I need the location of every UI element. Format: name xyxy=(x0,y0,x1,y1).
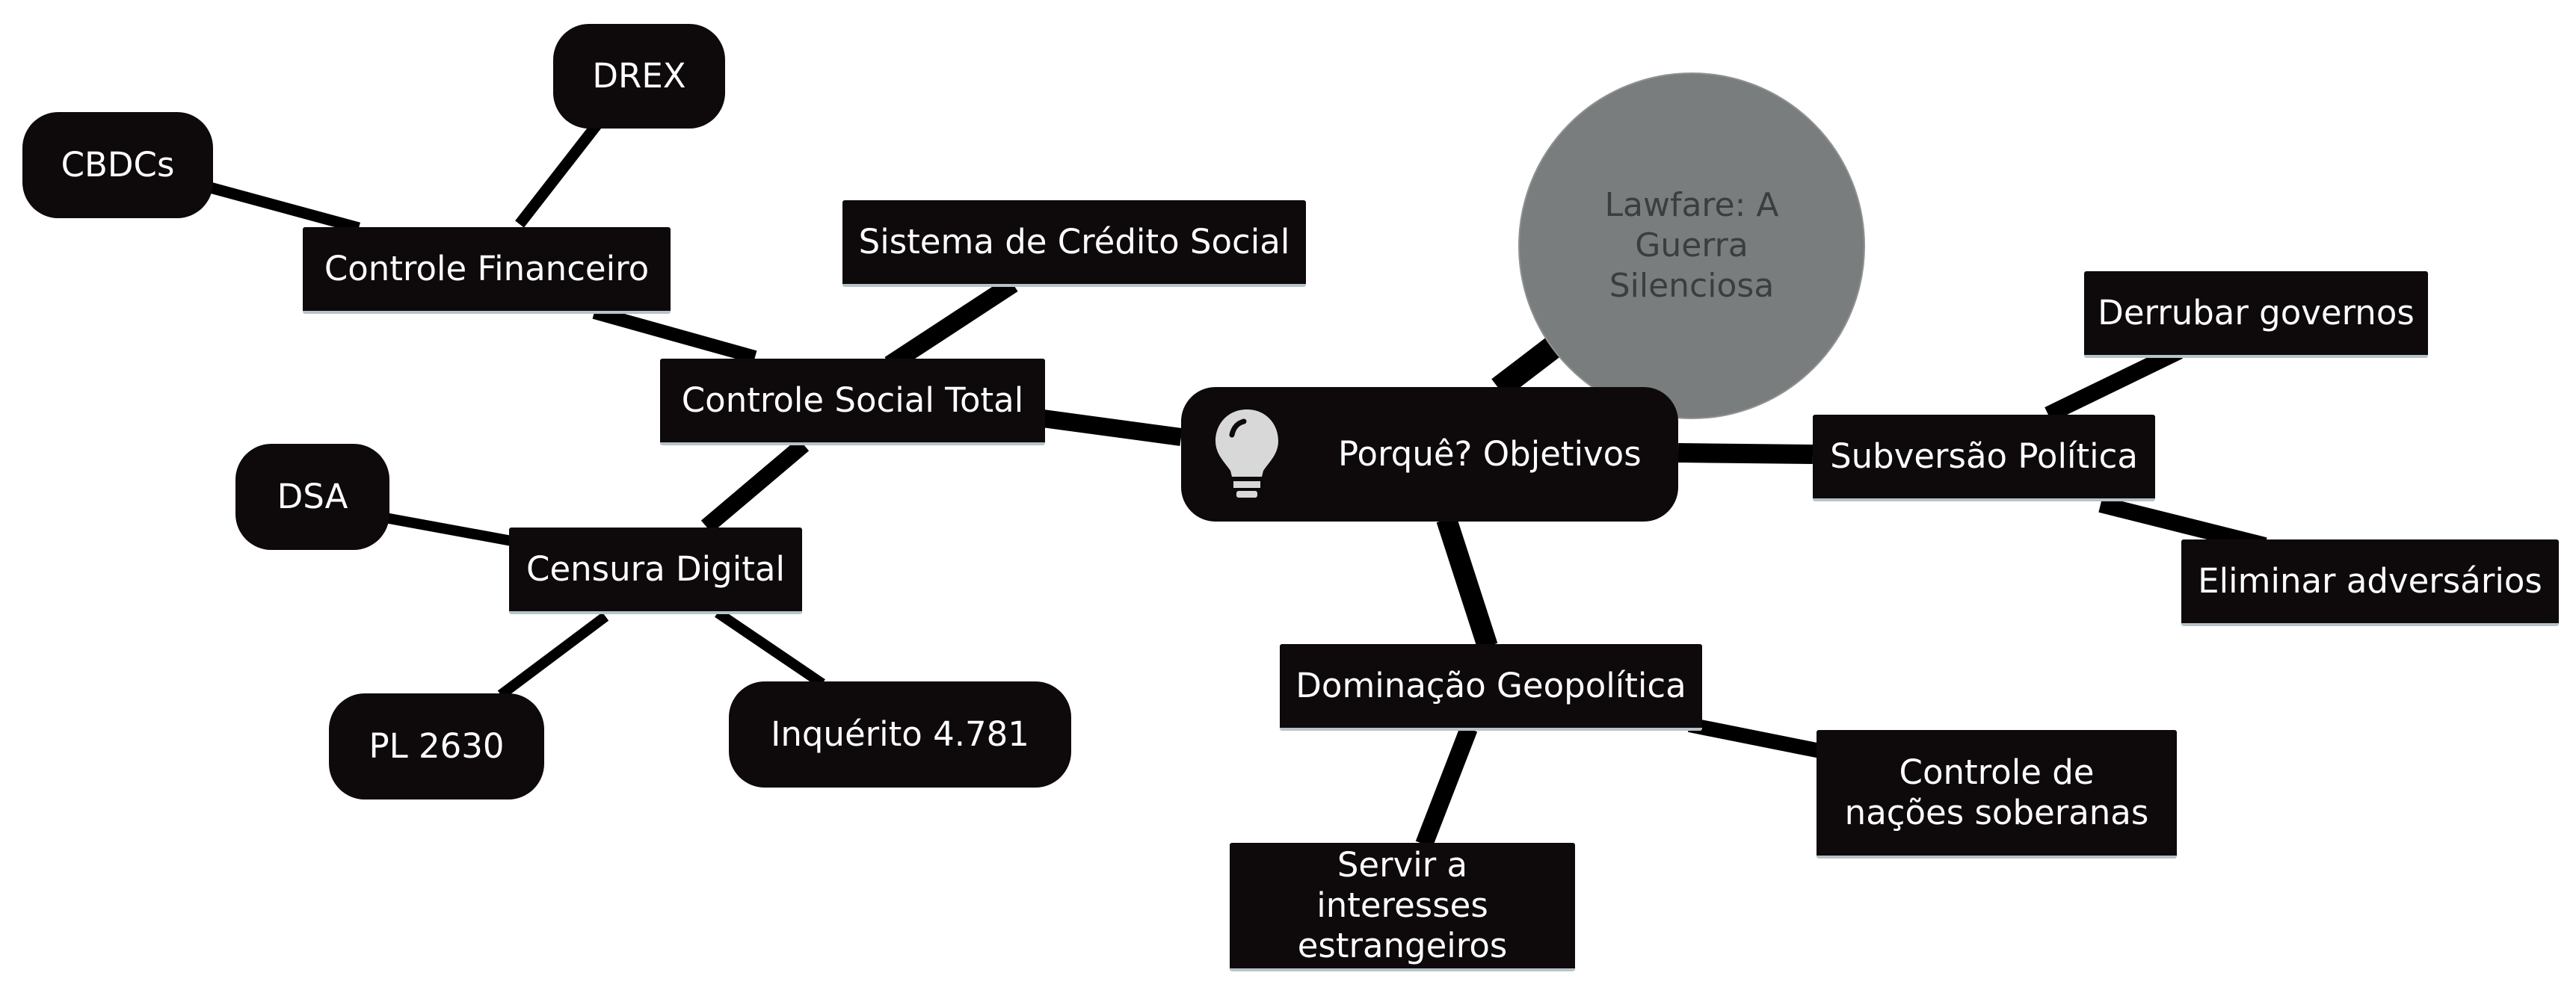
connector-geopolitica-controle xyxy=(1688,717,1822,758)
connector-financeiro-cbdcs xyxy=(200,179,360,234)
topic-label: Controle Social Total xyxy=(681,380,1024,420)
floating-topic-label: Lawfare: A Guerra Silenciosa xyxy=(1604,186,1779,305)
leaf-pl-2630[interactable]: PL 2630 xyxy=(329,693,544,799)
leaf-label: CBDCs xyxy=(61,145,175,185)
connector-financeiro-drex xyxy=(515,120,603,228)
connector-controle-social-credito xyxy=(884,276,1018,373)
subtopic-label: Censura Digital xyxy=(526,549,785,589)
subtopic-label: Sistema de Crédito Social xyxy=(858,222,1290,262)
leaf-derrubar-governos[interactable]: Derrubar governos xyxy=(2084,271,2428,358)
connector-controle-social-financeiro xyxy=(592,306,757,364)
subtopic-sistema-credito-social[interactable]: Sistema de Crédito Social xyxy=(842,200,1306,287)
connector-root-subversao xyxy=(1677,443,1814,464)
leaf-label: PL 2630 xyxy=(369,726,505,766)
leaf-controle-nacoes[interactable]: Controle de nações soberanas xyxy=(1817,730,2177,859)
leaf-label: Inquérito 4.781 xyxy=(771,714,1029,754)
leaf-label: Eliminar adversários xyxy=(2198,561,2542,601)
connector-censura-pl2630 xyxy=(497,612,609,699)
leaf-label: DREX xyxy=(592,56,686,96)
connector-subversao-derrubar xyxy=(2045,344,2183,422)
leaf-eliminar-adversarios[interactable]: Eliminar adversários xyxy=(2181,539,2559,626)
leaf-label: DSA xyxy=(277,477,348,516)
subtopic-controle-financeiro[interactable]: Controle Financeiro xyxy=(303,227,671,314)
subtopic-censura-digital[interactable]: Censura Digital xyxy=(509,528,802,614)
topic-subversao-politica[interactable]: Subversão Política xyxy=(1813,415,2155,501)
connector-censura-inquerito xyxy=(715,608,825,688)
connector-geopolitica-servir xyxy=(1415,725,1478,848)
leaf-drex[interactable]: DREX xyxy=(553,24,725,129)
leaf-label: Controle de nações soberanas xyxy=(1844,752,2149,832)
subtopic-label: Controle Financeiro xyxy=(324,249,650,288)
lightbulb-icon xyxy=(1215,409,1278,498)
central-topic[interactable]: Porquê? Objetivos xyxy=(1181,387,1678,522)
leaf-inquerito-4781[interactable]: Inquérito 4.781 xyxy=(729,681,1071,788)
leaf-label: Derrubar governos xyxy=(2098,293,2415,333)
topic-controle-social-total[interactable]: Controle Social Total xyxy=(660,359,1045,445)
topic-dominacao-geopolitica[interactable]: Dominação Geopolítica xyxy=(1280,644,1702,731)
connector-subversao-eliminar xyxy=(2098,496,2267,554)
connector-controle-social-censura xyxy=(700,438,810,533)
leaf-label: Servir a interesses estrangeiros xyxy=(1297,845,1508,965)
connector-censura-dsa xyxy=(380,512,517,547)
connector-root-geopolitica xyxy=(1436,516,1498,650)
central-topic-label: Porquê? Objetivos xyxy=(1338,434,1642,474)
leaf-servir-interesses[interactable]: Servir a interesses estrangeiros xyxy=(1230,843,1575,971)
topic-label: Dominação Geopolítica xyxy=(1295,666,1686,705)
leaf-dsa[interactable]: DSA xyxy=(235,444,389,550)
floating-topic-lawfare[interactable]: Lawfare: A Guerra Silenciosa xyxy=(1518,72,1865,419)
leaf-cbdcs[interactable]: CBDCs xyxy=(22,112,213,218)
connector-root-controle-social xyxy=(1041,409,1183,446)
topic-label: Subversão Política xyxy=(1830,436,2138,476)
